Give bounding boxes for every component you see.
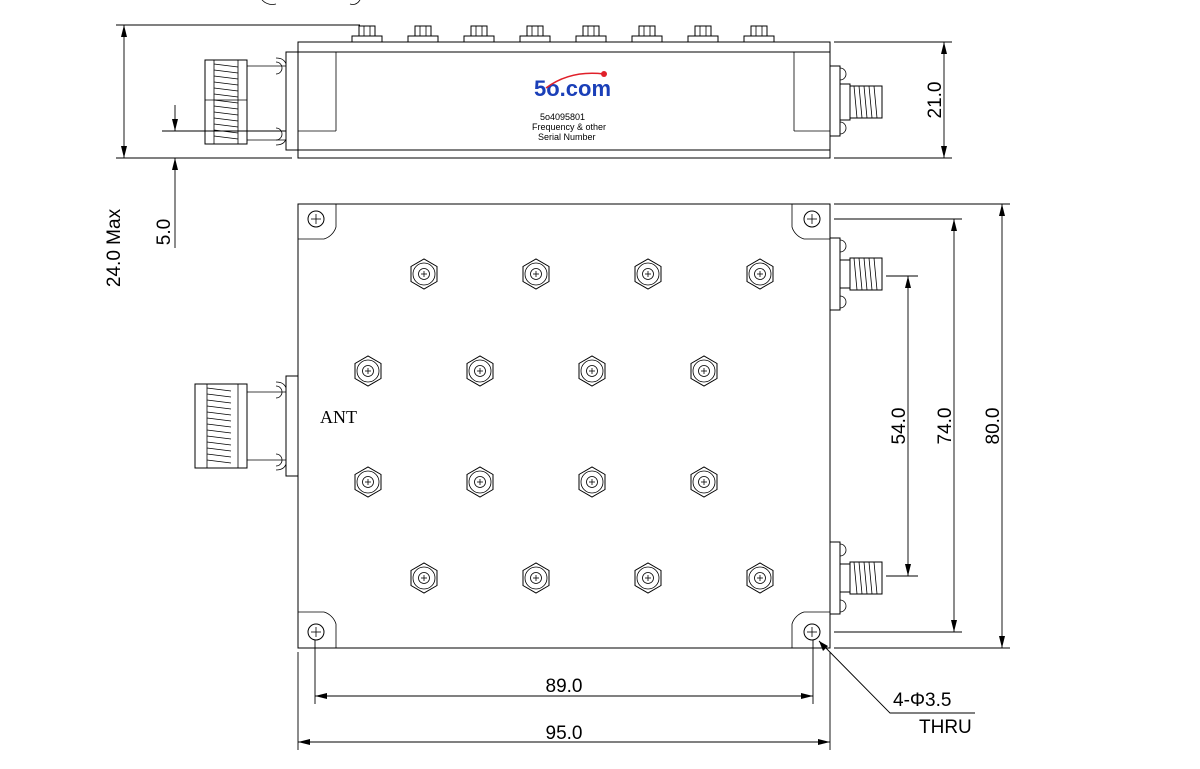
side-screw: [351, 25, 383, 43]
frequency-note: Frequency & other: [532, 122, 606, 132]
dim-connector-offset: 5.0: [154, 219, 175, 245]
tuning-nuts: [354, 258, 774, 594]
tuning-nut: [634, 562, 662, 594]
tuning-nut: [690, 355, 718, 387]
dim-hole-spacing-v: 74.0: [935, 408, 956, 445]
top-view: ANT 54.0 74.0 80.0: [194, 203, 1010, 750]
ant-n-connector: [194, 375, 299, 477]
tuning-nut: [354, 466, 382, 498]
tuning-nut: [354, 355, 382, 387]
side-n-connector: [204, 51, 299, 151]
side-screw: [519, 25, 551, 43]
mounting-hole: [791, 611, 830, 648]
hole-callout-size: 4-Φ3.5: [893, 690, 951, 711]
dim-height-side: 21.0: [925, 82, 946, 119]
tuning-nut: [466, 355, 494, 387]
side-screw: [407, 25, 439, 43]
side-screw: [463, 25, 495, 43]
mounting-hole: [298, 204, 337, 240]
mounting-holes: [298, 204, 830, 648]
mounting-hole: [791, 204, 830, 240]
dim-port-spacing: 54.0: [889, 408, 910, 445]
tuning-nut: [522, 258, 550, 290]
tuning-nut: [578, 355, 606, 387]
side-view: 5o.com 5o4095801 Frequency & other Seria…: [104, 0, 952, 287]
ant-port-label: ANT: [320, 407, 357, 427]
dim-body-width: 95.0: [546, 723, 583, 744]
sma-connector-upper: [829, 237, 883, 311]
hole-callout-thru: THRU: [919, 717, 972, 738]
side-screw: [631, 25, 663, 43]
side-tuning-screws: [351, 25, 775, 43]
side-screw: [575, 25, 607, 43]
side-screw: [743, 25, 775, 43]
sma-connector-lower: [829, 541, 883, 615]
tuning-nut: [690, 466, 718, 498]
dim-hole-spacing-h: 89.0: [546, 676, 583, 697]
tuning-nut: [746, 562, 774, 594]
tuning-nut: [634, 258, 662, 290]
tuning-nut: [410, 258, 438, 290]
dim-body-height: 80.0: [983, 408, 1004, 445]
dim-max-height: 24.0 Max: [104, 208, 125, 287]
model-number: 5o4095801: [540, 112, 585, 122]
brand-logo: 5o.com: [534, 71, 611, 101]
tuning-nut: [522, 562, 550, 594]
side-sma-connector: [829, 65, 883, 137]
tuning-nut: [466, 466, 494, 498]
mounting-hole: [298, 611, 337, 648]
tuning-nut: [410, 562, 438, 594]
tuning-nut: [746, 258, 774, 290]
logo-text: 5o.com: [534, 76, 611, 101]
tuning-nut: [578, 466, 606, 498]
serial-note: Serial Number: [538, 132, 596, 142]
side-screw: [687, 25, 719, 43]
